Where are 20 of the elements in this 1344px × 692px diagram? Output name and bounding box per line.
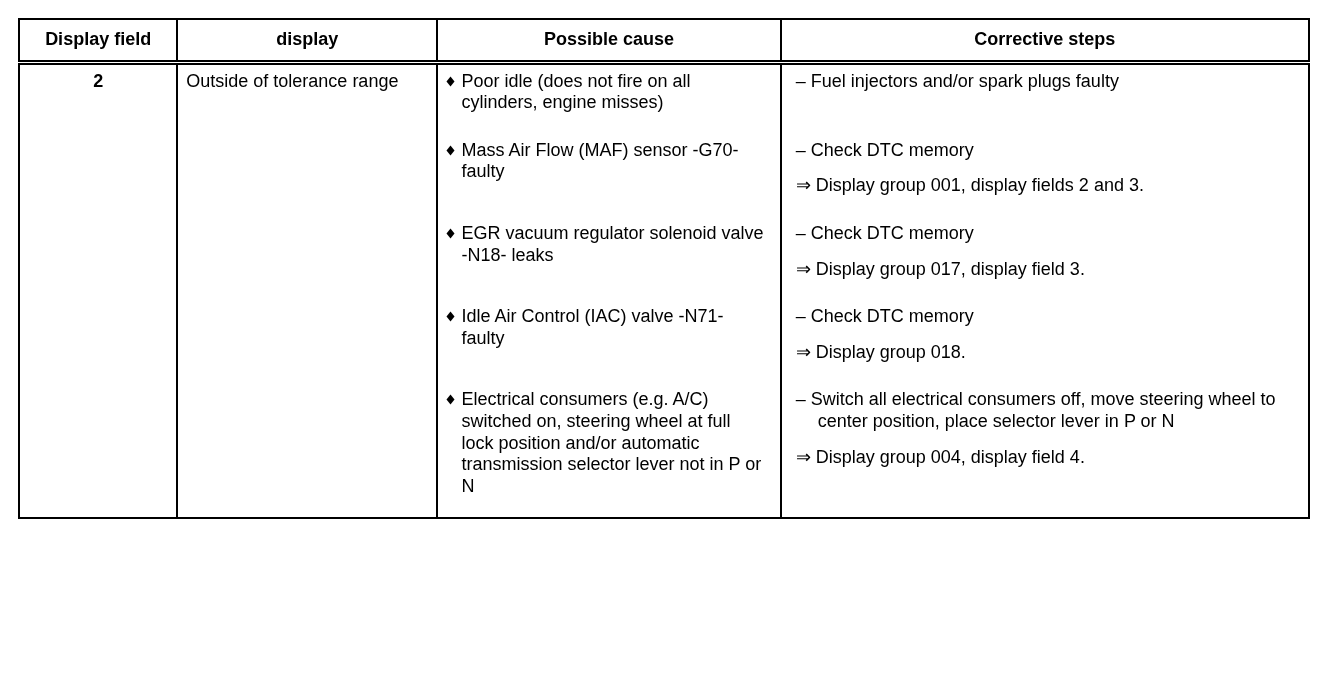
possible-cause: Idle Air Control (IAC) valve -N71- faulty (461, 306, 725, 350)
table-cell: 2 (19, 62, 178, 519)
corrective-step: – Check DTC memory (789, 139, 1300, 162)
corrective-step: ⇒ Display group 018. (789, 341, 1300, 364)
corrective-step: ⇒ Display group 001, display fields 2 and 3. (789, 175, 1300, 197)
possible-cause: Mass Air Flow (MAF) sensor -G70- faulty (461, 139, 740, 183)
column-header: display (177, 19, 438, 63)
possible-cause: Poor idle (does not fire on all cylinders, engine misses) (461, 70, 692, 114)
corrective-step: – Fuel injectors and/or spark plugs faulty (789, 70, 1300, 93)
corrective-step: – Switch all electrical consumers off, move steering wheel to center position, place selector lever in P or N (789, 389, 1300, 433)
corrective-step: ⇒ Display group 017, display field 3. (789, 258, 1300, 281)
table-cell: Outside of tolerance range (177, 62, 438, 519)
possible-cause: EGR vacuum regulator solenoid valve -N18- leaks (461, 222, 764, 267)
column-header: Possible cause (437, 19, 781, 63)
corrective-step: – Check DTC memory (789, 306, 1300, 328)
corrective-step: ⇒ Display group 004, display field 4. (789, 446, 1300, 469)
column-header: Display field (19, 19, 178, 63)
column-header: Corrective steps (780, 19, 1309, 63)
possible-cause: Electrical consumers (e.g. A/C) switched on, steering wheel at full lock position and/or automatic transmission selector lever not in P or N (461, 389, 763, 498)
corrective-step: – Check DTC memory (789, 222, 1300, 245)
